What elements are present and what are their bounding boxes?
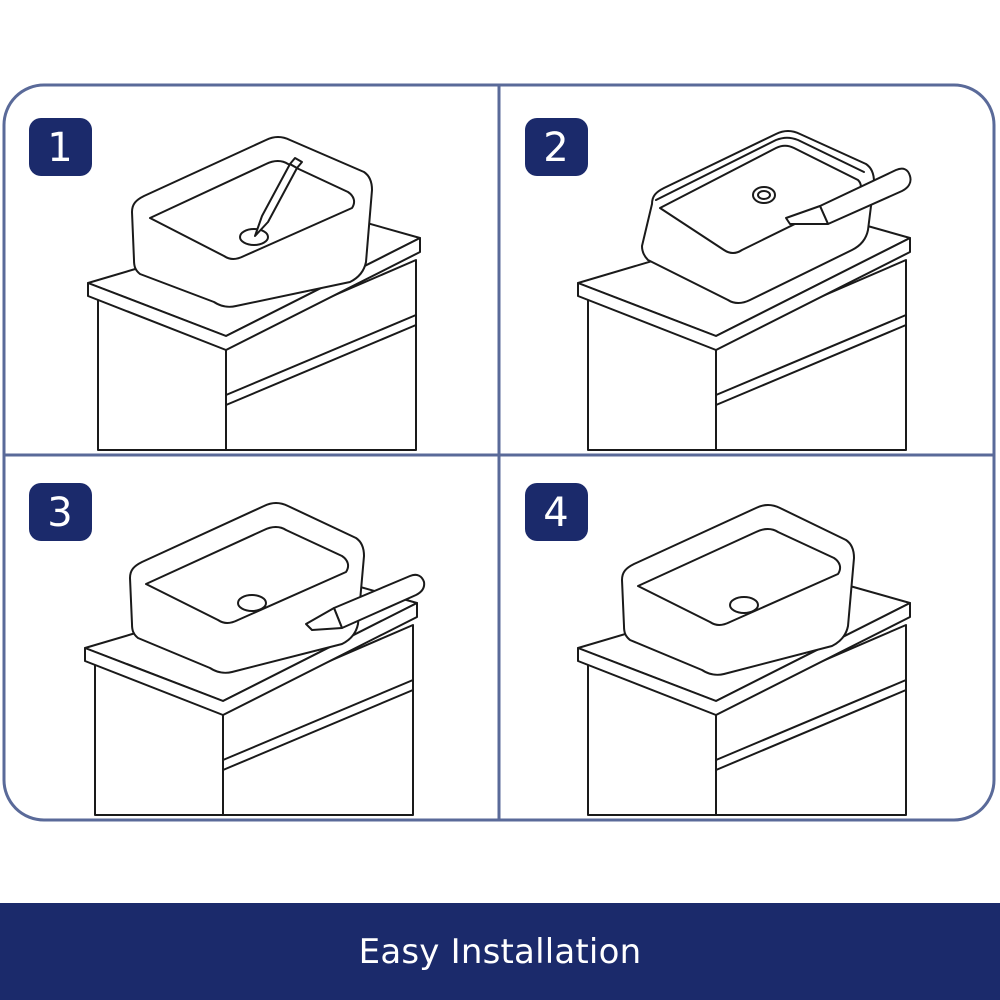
title-banner: Easy Installation bbox=[0, 903, 1000, 1000]
step-1-number: 1 bbox=[47, 125, 72, 171]
step-2-caulk-gun-icon bbox=[785, 167, 912, 225]
step-3-badge: 3 bbox=[29, 483, 92, 541]
step-3-caulk-gun-icon bbox=[305, 573, 426, 631]
step-1-panel: 1 bbox=[29, 118, 421, 451]
step-4-number: 4 bbox=[543, 490, 568, 536]
step-3-basin-illustration bbox=[129, 502, 365, 674]
step-3-number: 3 bbox=[47, 490, 72, 536]
step-2-number: 2 bbox=[543, 125, 568, 171]
step-4-panel: 4 bbox=[525, 483, 911, 816]
step-1-badge: 1 bbox=[29, 118, 92, 176]
step-3-panel: 3 bbox=[29, 483, 426, 816]
step-4-basin-illustration bbox=[621, 504, 855, 676]
step-2-basin-illustration bbox=[641, 130, 875, 304]
step-2-panel: 2 bbox=[525, 118, 912, 451]
banner-title: Easy Installation bbox=[358, 931, 642, 972]
step-1-basin-illustration bbox=[131, 136, 373, 308]
step-2-badge: 2 bbox=[525, 118, 588, 176]
step-4-badge: 4 bbox=[525, 483, 588, 541]
pencil-icon bbox=[254, 157, 303, 237]
panel-frame bbox=[2, 83, 996, 822]
